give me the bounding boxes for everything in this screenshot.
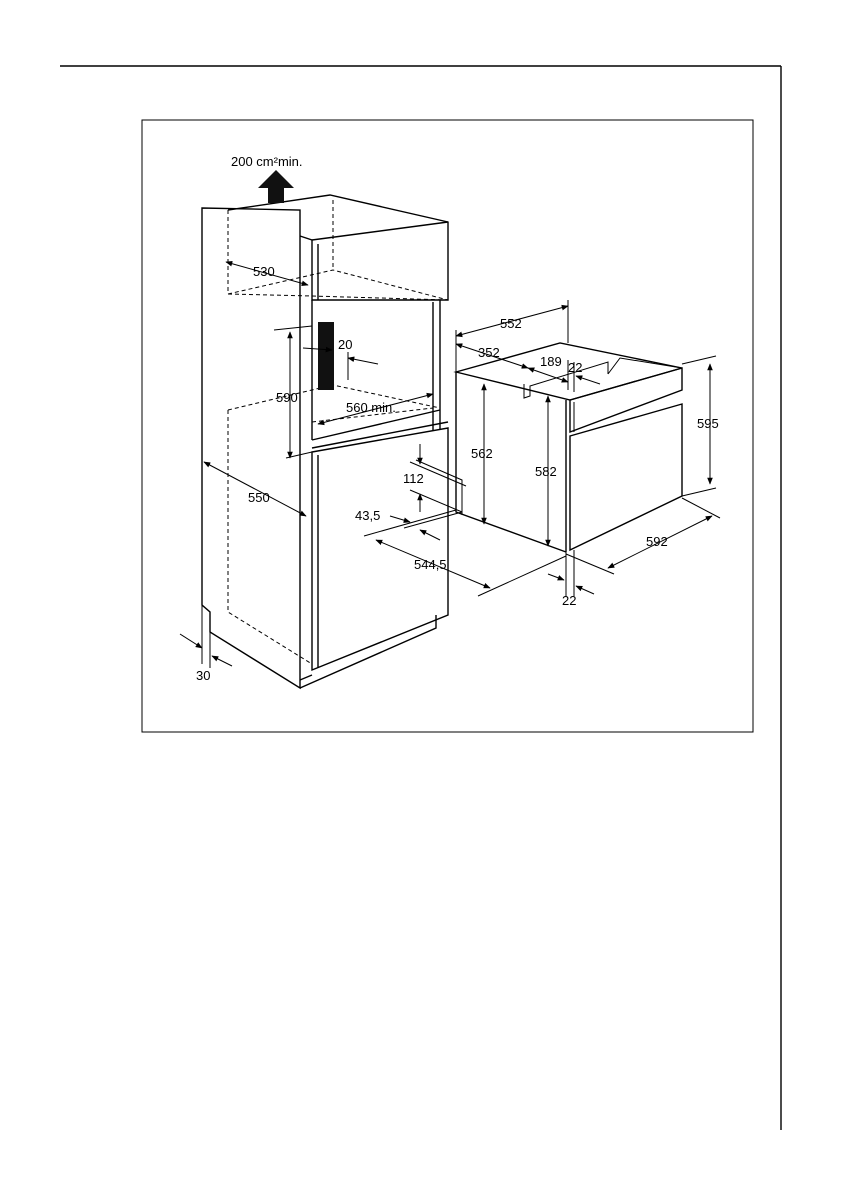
dim-label-562: 562	[471, 446, 493, 461]
dim-label-22-top: 22	[568, 360, 582, 375]
dim-label-22-bottom: 22	[562, 593, 576, 608]
dim-label-560-min: 560 min.	[346, 400, 396, 415]
dim-label-30: 30	[196, 668, 210, 683]
figure-frame	[142, 120, 753, 732]
ventilation-strip	[318, 322, 334, 390]
dim-label-550: 550	[248, 490, 270, 505]
ventilation-arrow-icon	[258, 170, 294, 203]
dim-label-552: 552	[500, 316, 522, 331]
dim-label-189: 189	[540, 354, 562, 369]
dimension-lines	[180, 262, 720, 668]
ventilation-label: 200 cm²min.	[231, 154, 303, 169]
dim-label-20: 20	[338, 337, 352, 352]
dim-label-590: 590	[276, 390, 298, 405]
dim-label-544-5: 544,5	[414, 557, 447, 572]
dim-label-112: 112	[403, 471, 424, 486]
dim-label-352: 352	[478, 345, 500, 360]
dim-label-592: 592	[646, 534, 668, 549]
dim-label-43-5: 43,5	[355, 508, 380, 523]
dim-label-582: 582	[535, 464, 557, 479]
cabinet-drawing	[202, 195, 462, 688]
dim-label-595: 595	[697, 416, 719, 431]
dim-label-530: 530	[253, 264, 275, 279]
